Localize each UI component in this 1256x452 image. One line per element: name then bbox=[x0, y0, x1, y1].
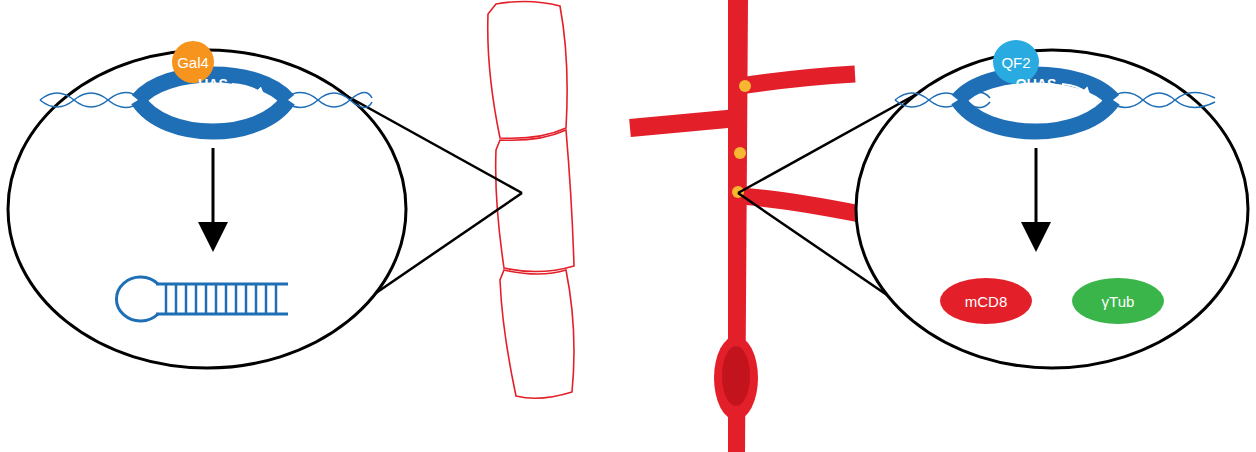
transcription-arrow bbox=[1062, 84, 1088, 94]
promoter-label: QUAS bbox=[1016, 76, 1056, 92]
dna-strand bbox=[40, 92, 372, 107]
expression-arrow bbox=[198, 148, 1051, 252]
dna-bubble bbox=[958, 75, 1113, 132]
hairpin-rna bbox=[116, 277, 288, 321]
protein-label: Gal4 bbox=[177, 54, 209, 71]
zoom-circle bbox=[8, 50, 406, 368]
epithelial-cells bbox=[488, 1, 574, 398]
transcription-arrow bbox=[232, 84, 262, 94]
protein-label: mCD8 bbox=[965, 293, 1008, 310]
neuron bbox=[630, 0, 860, 452]
protein-label: QF2 bbox=[1001, 54, 1030, 71]
protein-label: γTub bbox=[1102, 293, 1135, 310]
promoter-label: UAS bbox=[198, 76, 228, 92]
reporter-protein: mCD8 bbox=[940, 278, 1032, 324]
dna-strand bbox=[895, 92, 1215, 107]
zoom-circle bbox=[856, 50, 1248, 368]
dna-bubble bbox=[138, 75, 288, 132]
reporter-protein: γTub bbox=[1072, 278, 1164, 324]
